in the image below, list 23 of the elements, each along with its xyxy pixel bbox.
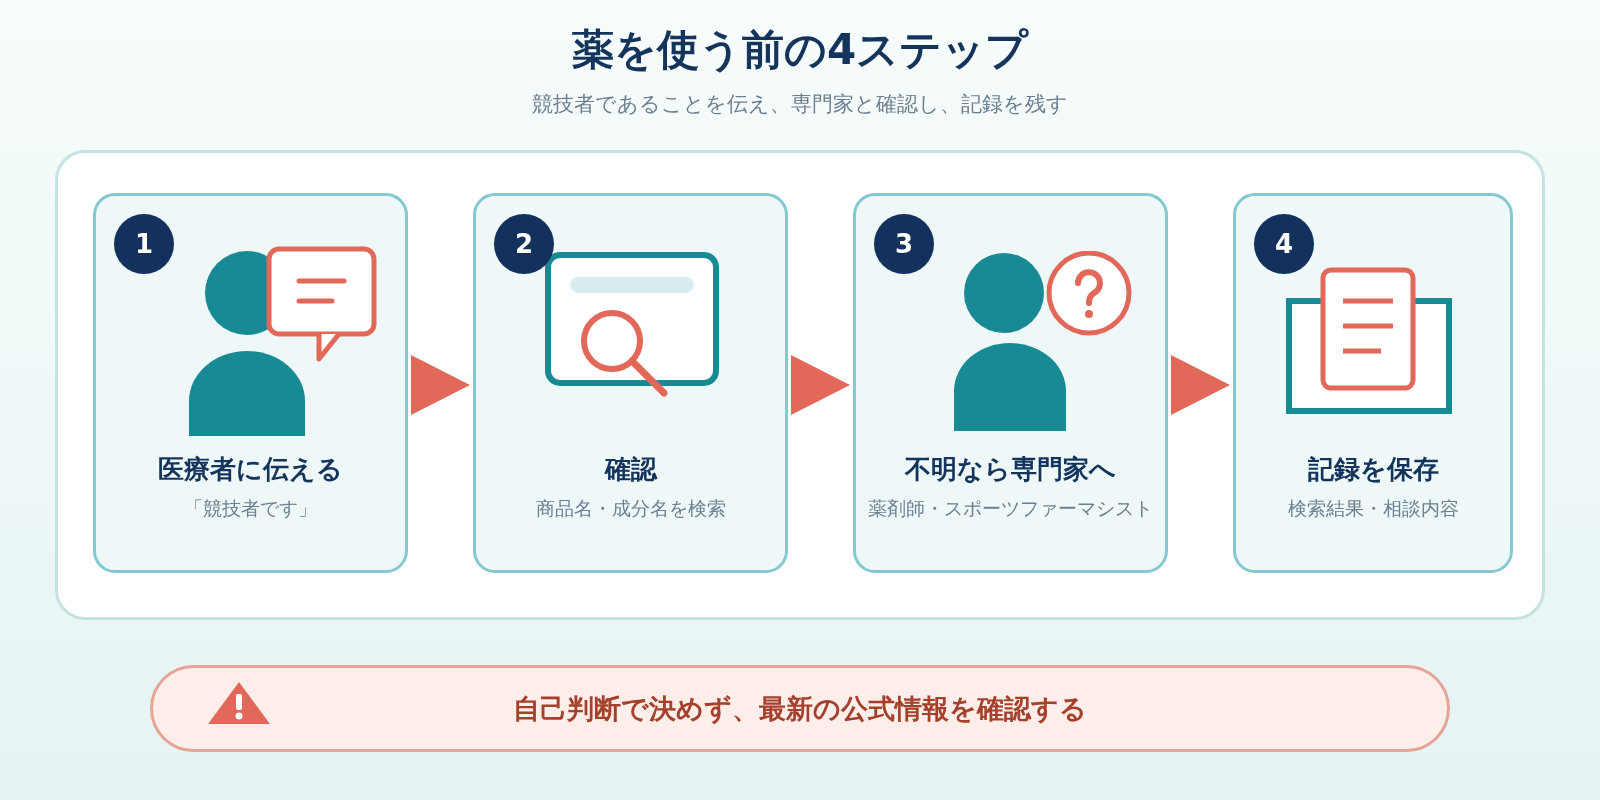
step-title: 医療者に伝える xyxy=(158,453,343,486)
step-card xyxy=(853,193,1168,573)
step-description: 「競技者です」 xyxy=(184,496,317,521)
title: 薬を使う前の4ステップ xyxy=(570,24,1030,76)
step-card xyxy=(1233,193,1513,573)
subtitle: 競技者であることを伝え、専門家と確認し、記録を残す xyxy=(532,91,1068,118)
step-number: 2 xyxy=(494,214,554,274)
step-card xyxy=(93,193,408,573)
step-description: 商品名・成分名を検索 xyxy=(535,496,726,521)
step-description: 薬剤師・スポーツファーマシスト xyxy=(868,496,1153,521)
step-title: 確認 xyxy=(604,453,657,486)
arrow xyxy=(1171,355,1230,415)
arrow xyxy=(791,355,850,415)
step-title: 不明なら専門家へ xyxy=(905,453,1116,486)
step-description: 検索結果・相談内容 xyxy=(1287,496,1459,521)
step-number: 4 xyxy=(1254,214,1314,274)
warning-text: 自己判断で決めず、最新の公式情報を確認する xyxy=(513,691,1087,726)
arrow xyxy=(411,355,470,415)
step-number: 3 xyxy=(874,214,934,274)
step-card xyxy=(473,193,788,573)
panel-background xyxy=(55,150,1545,620)
step-number: 1 xyxy=(114,214,174,274)
step-title: 記録を保存 xyxy=(1307,453,1439,486)
